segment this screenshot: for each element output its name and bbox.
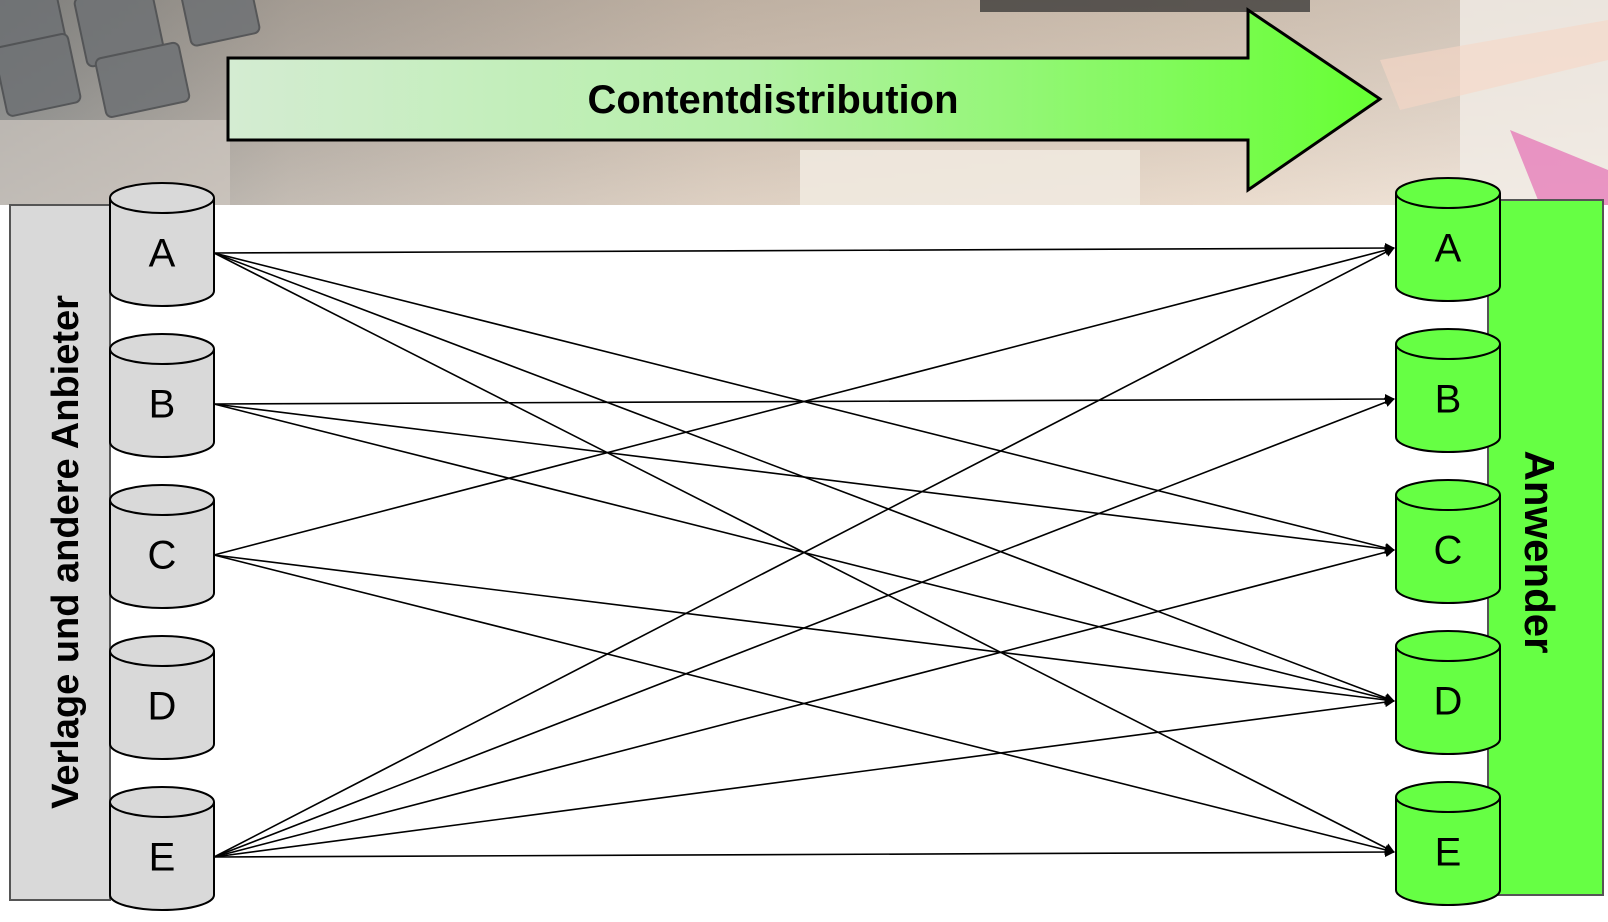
user-node-a-label: A: [1435, 227, 1462, 271]
connection-e-to-a: [213, 247, 1395, 858]
provider-nodes: A B C D E: [109, 182, 215, 911]
connection-a-to-a: [213, 243, 1395, 254]
connection-b-to-c: [213, 403, 1395, 554]
user-nodes: A B C D E: [1395, 177, 1501, 906]
user-group-box: Anwender: [1487, 199, 1604, 896]
user-node-c: C: [1395, 479, 1501, 604]
provider-node-d: D: [109, 635, 215, 760]
provider-node-b: B: [109, 333, 215, 458]
provider-node-e: E: [109, 786, 215, 911]
provider-group-box: Verlage und andere Anbieter: [9, 204, 111, 901]
provider-node-d-label: D: [148, 685, 177, 729]
connection-e-to-c: [213, 547, 1395, 858]
provider-node-e-label: E: [149, 836, 176, 880]
user-node-e: E: [1395, 781, 1501, 906]
provider-node-a-label: A: [149, 232, 176, 276]
user-node-d-label: D: [1434, 680, 1463, 724]
provider-node-c: C: [109, 484, 215, 609]
connection-e-to-d: [213, 697, 1395, 858]
connection-lines: [213, 243, 1395, 858]
connection-e-to-e: [213, 847, 1395, 858]
user-node-e-label: E: [1435, 831, 1462, 875]
arrow-label: Contentdistribution: [587, 78, 958, 122]
user-node-d: D: [1395, 630, 1501, 755]
user-node-b: B: [1395, 328, 1501, 453]
connection-e-to-b: [213, 397, 1395, 858]
contentdistribution-arrow: Contentdistribution: [226, 7, 1383, 193]
provider-node-a: A: [109, 182, 215, 307]
user-node-a: A: [1395, 177, 1501, 302]
user-node-b-label: B: [1435, 378, 1462, 422]
provider-node-b-label: B: [149, 383, 176, 427]
user-group-label: Anwender: [1516, 450, 1563, 653]
provider-node-c-label: C: [148, 534, 177, 578]
provider-group-label: Verlage und andere Anbieter: [45, 295, 87, 809]
user-node-c-label: C: [1434, 529, 1463, 573]
connection-c-to-a: [213, 245, 1395, 556]
